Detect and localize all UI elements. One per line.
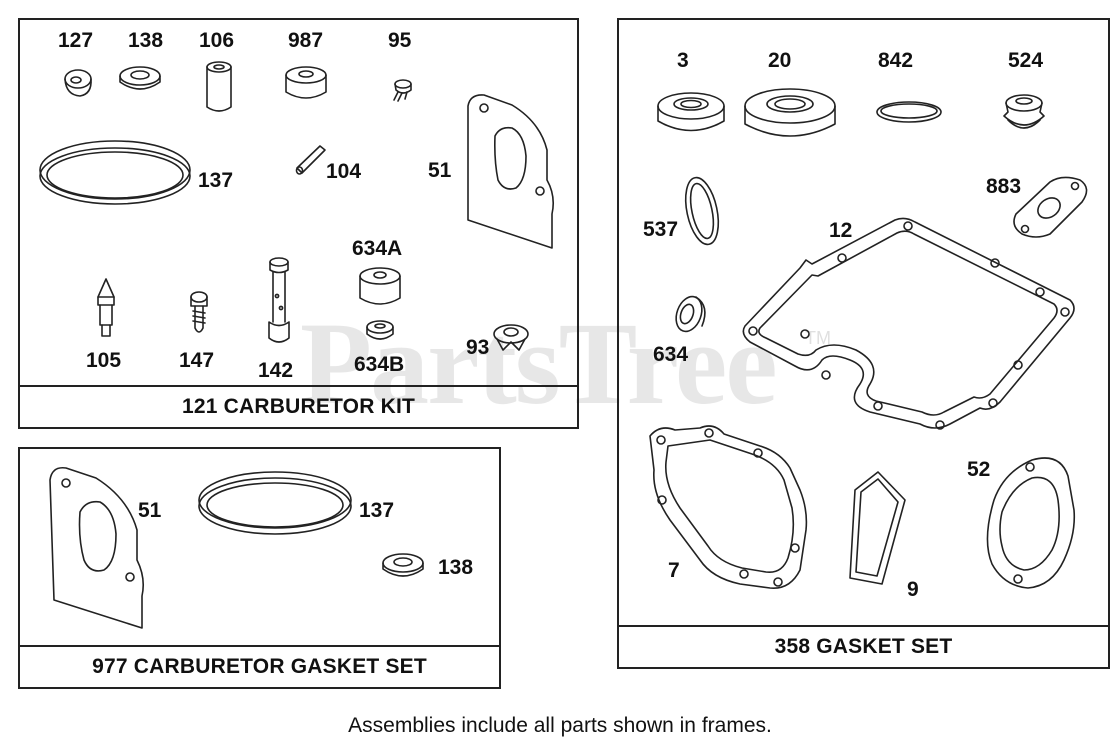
callout-842: 842 [878,49,914,72]
part-9-gasket [849,471,906,585]
callout-137-gasket-set: 137 [359,499,395,522]
frame-title-carburetor-kit: 121 CARBURETOR KIT [20,385,577,427]
frame-title-gasket-set: 358 GASKET SET [619,625,1108,667]
callout-7: 7 [668,559,680,582]
callout-634b: 634B [354,353,405,376]
frame-carburetor-gasket-set: 977 CARBURETOR GASKET SET [18,447,501,689]
part-138-washer-gasket-set [382,553,424,577]
callout-51: 51 [428,159,452,182]
part-12-crankcase-gasket [742,217,1075,430]
callout-9: 9 [907,578,919,601]
part-524-grommet [1003,94,1045,129]
callout-93: 93 [466,336,490,359]
callout-12: 12 [829,219,853,242]
part-20-oil-seal [744,88,836,137]
part-127-cap [64,69,92,97]
part-634b-seal [366,320,394,340]
callout-883: 883 [986,175,1022,198]
frame-carburetor-kit: 121 CARBURETOR KIT [18,18,579,429]
part-634-seal [675,295,706,333]
part-147-screw [190,291,208,333]
callout-105: 105 [86,349,122,372]
footer-note: Assemblies include all parts shown in fr… [348,714,772,737]
frame-title-carburetor-gasket-set: 977 CARBURETOR GASKET SET [20,645,499,687]
watermark-trademark: TM [805,328,831,348]
part-51-plate-gasket-set [49,466,144,629]
part-104-pin [295,145,326,175]
callout-52: 52 [967,458,991,481]
part-842-o-ring [876,101,942,123]
part-52-intake-gasket [986,457,1076,589]
part-106-sleeve [206,61,232,112]
part-137-o-ring [39,140,191,205]
callout-142: 142 [258,359,294,382]
callout-138: 138 [128,29,164,52]
part-137-o-ring-gasket-set [198,471,352,535]
frame-gasket-set: 358 GASKET SET [617,18,1110,669]
callout-20: 20 [768,49,792,72]
callout-147: 147 [179,349,215,372]
part-7-head-gasket [649,425,808,589]
part-883-gasket [1013,176,1088,238]
part-537-seal-ring [684,176,720,246]
callout-137: 137 [198,169,234,192]
callout-106: 106 [199,29,235,52]
part-3-oil-seal [657,92,725,132]
part-634a-seal [359,267,401,305]
part-142-emulsion-tube [268,257,290,343]
callout-127: 127 [58,29,94,52]
callout-3: 3 [677,49,689,72]
part-93-cup [493,324,529,351]
part-95-screw [393,79,412,102]
callout-524: 524 [1008,49,1044,72]
callout-104: 104 [326,160,362,183]
part-51-plate [467,94,554,249]
part-105-needle [97,278,115,337]
callout-95: 95 [388,29,412,52]
part-987-bushing [285,66,327,99]
part-138-washer [119,66,161,90]
callout-987: 987 [288,29,324,52]
callout-138-gasket-set: 138 [438,556,474,579]
callout-51-gasket-set: 51 [138,499,162,522]
callout-537: 537 [643,218,679,241]
callout-634: 634 [653,343,689,366]
callout-634a: 634A [352,237,403,260]
